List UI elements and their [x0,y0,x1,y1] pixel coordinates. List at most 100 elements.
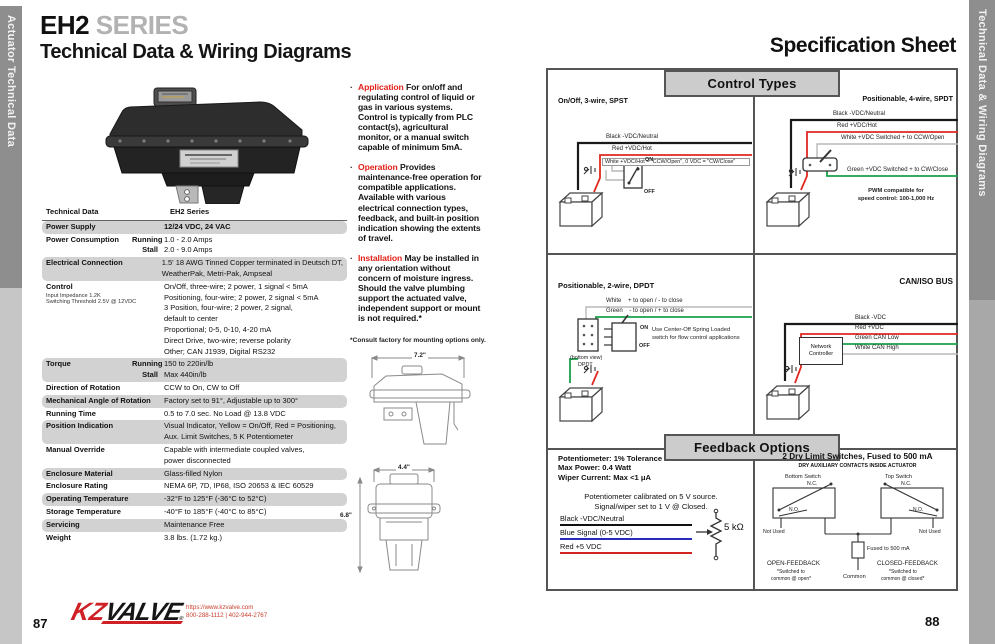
spdt-pwm-note-1: PWM compatible for [868,188,924,194]
dpdt-white-wire-label: White + to open / - to close [606,298,683,304]
table-header-value: EH2 Series [170,207,210,216]
fuse-label: Fused to 500 mA [867,546,910,552]
spdt-black-wire-label: Black -VDC/Neutral [833,111,886,117]
resistor-value: 5 kΩ [724,522,744,533]
battery-symbol-icon [784,365,797,374]
table-row: Operating Temperature-32°F to 125°F (-36… [42,493,347,506]
pot-red-wire-label: Red +5 VDC [560,542,602,551]
canbus-red-wire-label: Red +VDC [855,325,884,331]
pot-black-wire-label: Black -VDC/Neutral [560,514,625,523]
page-number-right: 88 [925,614,940,629]
battery-icon [765,384,811,421]
dpdt-switch-note-2: switch for flow control applications [652,335,740,341]
pot-blue-wire-label: Blue Signal (0-5 VDC) [560,528,633,537]
dpdt-green-wire-label: Green - to open / + to close [606,308,684,314]
horizontal-divider-1 [548,253,956,255]
right-chapter-tab: Technical Data & Wiring Diagrams [969,0,995,300]
battery-symbol-icon [788,168,801,177]
spst-white-wire-label: White +VDC/Hot = "CCW/Open", 0 VDC = "CW… [602,158,750,166]
feature-bullet: ·Operation Provides maintenance-free ope… [350,162,482,243]
network-controller-line2: Controller [808,351,834,357]
spdt-green-wire-label: Green +VDC Switched + to CW/Close [847,167,949,173]
top-switch-nc: N.C. [901,481,912,487]
left-page-edge [0,288,22,644]
spst-title: On/Off, 3-wire, SPST [558,96,628,105]
series-name: EH2 [40,10,90,40]
dpdt-title: Positionable, 2-wire, DPDT [558,281,655,290]
feature-bullet: ·Application For on/off and regulating c… [350,82,475,153]
feedback-options-header: Feedback Options [664,434,840,461]
canbus-title: CAN/ISO BUS [899,277,953,286]
feedback-limit-switches: 2 Dry Limit Switches, Fused to 500 mA DR… [755,450,960,593]
spst-red-wire-label: Red +VDC/Hot [612,146,652,152]
left-chapter-tab: Actuator Technical Data [0,6,22,288]
vertical-divider [753,70,755,589]
battery-symbol-icon [583,365,596,374]
battery-icon [558,191,604,228]
open-feedback-note2: common @ open* [771,576,812,582]
left-page-header: EH2 SERIES Technical Data & Wiring Diagr… [40,10,352,64]
spdt-white-wire-label: White +VDC Switched + to CCW/Open [841,135,945,141]
page-title: Technical Data & Wiring Diagrams [40,41,352,63]
closed-feedback-note1: *Switched to [889,569,917,575]
dpdt-off-label: OFF [639,343,650,349]
pot-cal-2: Signal/wiper set to 1 V @ Closed. [594,502,708,511]
spst-on-label: ON [645,157,654,163]
spdt-red-wire-label: Red +VDC/Hot [837,123,877,129]
spec-sheet-title: Specification Sheet [769,34,957,57]
diagram-spst: On/Off, 3-wire, SPST Black -VDC/Neutral … [548,70,754,253]
closed-feedback-note2: common @ closed* [881,576,925,582]
bottom-switch-label: Bottom Switch [785,474,821,480]
phone-numbers: 800-288-1112 | 402-944-2767 [186,612,268,619]
not-used-left: Not Used [763,529,785,535]
bottom-switch-nc: N.C. [807,481,818,487]
network-controller-box: Network Controller [799,337,843,365]
closed-feedback-label: CLOSED-FEEDBACK [877,560,938,567]
battery-symbol-icon [583,166,596,175]
bottom-switch-no: N.O. [789,507,800,513]
actuator-photo [105,87,309,204]
series-suffix: SERIES [89,10,189,40]
right-page-edge [969,300,995,644]
limit-subtitle: DRY AUXILIARY CONTACTS INSIDE ACTUATOR [798,463,917,469]
limit-switch-art [772,482,944,570]
spdt-title: Positionable, 4-wire, SPDT [862,94,953,103]
spst-black-wire-label: Black -VDC/Neutral [606,134,659,140]
resistor-icon [696,508,723,561]
dpdt-view-label: (bottom view) [570,355,603,361]
left-tab-label: Actuator Technical Data [5,15,17,148]
dpdt-switch-note-1: Use Center-Off Spring Loaded [652,327,731,333]
spdt-pwm-note-2: speed control: 100-1,000 Hz [857,196,935,202]
spst-wiring-art [576,141,752,193]
diagram-canbus: CAN/ISO BUS Network Controller Black -VD… [755,255,960,448]
diagram-spdt: Positionable, 4-wire, SPDT Black -VDC/Ne… [755,70,960,253]
control-types-box: Control Types Feedback Options On/Off, 3… [546,68,958,591]
dpdt-wiring-art [569,306,752,386]
logo-swoosh [100,621,184,624]
limit-title: 2 Dry Limit Switches, Fused to 500 mA [782,452,933,461]
feature-bullet: ·Installation May be installed in any or… [350,252,481,323]
feedback-potentiometer: Potentiometer: 1% Tolerance Max Power: 0… [548,450,754,593]
dpdt-type-label: DPDT [578,362,593,368]
canbus-green-wire-label: Green CAN Low [855,335,899,341]
top-switch-no: N.O. [913,507,924,513]
pot-spec-2: Max Power: 0.4 Watt [558,463,632,472]
feature-bullets: ·Application For on/off and regulating c… [350,82,482,333]
common-label: Common [843,574,866,580]
series-title: EH2 SERIES [40,10,351,41]
control-types-header: Control Types [664,70,840,97]
